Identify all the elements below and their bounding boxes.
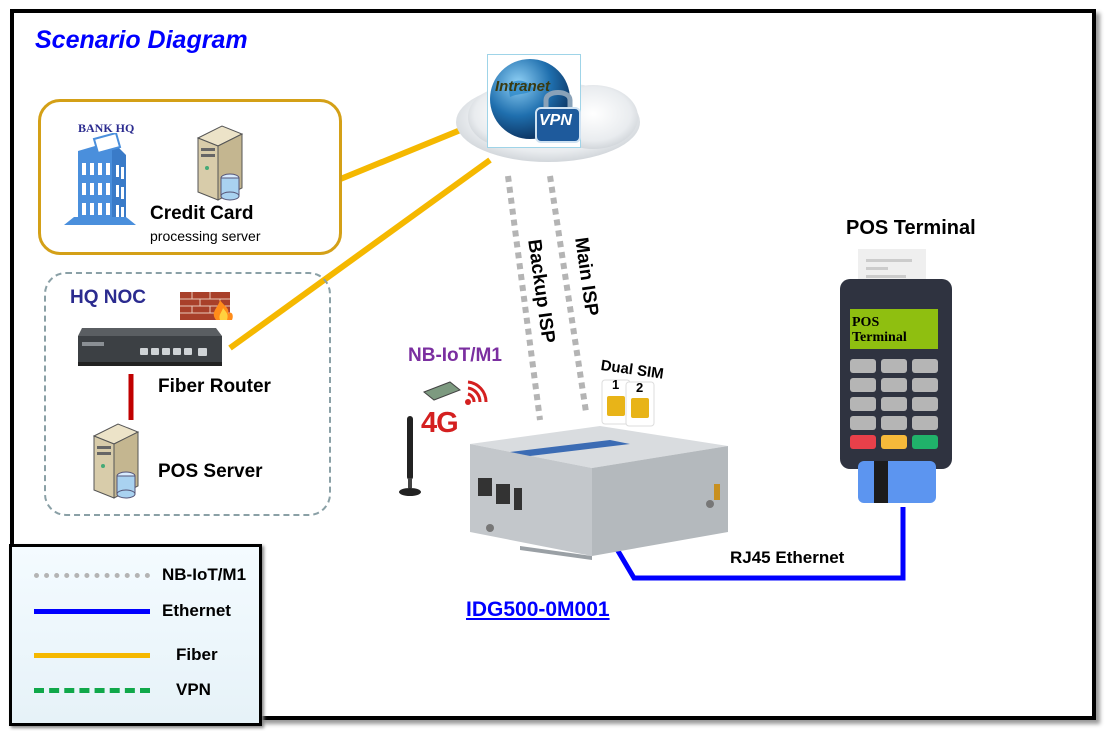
vpn-line-swatch bbox=[34, 687, 150, 693]
pos-screen-line2: Terminal bbox=[852, 330, 907, 345]
fiber-line-swatch bbox=[34, 652, 150, 658]
hq-noc-group bbox=[44, 272, 331, 516]
rj45-ethernet-label: RJ45 Ethernet bbox=[730, 548, 845, 567]
pos-screen-text: POS Terminal bbox=[852, 315, 907, 345]
legend: NB-IoT/M1 Ethernet Fiber VPN bbox=[9, 544, 262, 726]
antenna-icon bbox=[399, 416, 421, 496]
sim-1-label: 1 bbox=[612, 377, 620, 392]
pos-server-icon bbox=[92, 423, 140, 499]
sim-cards-icon bbox=[601, 379, 655, 427]
credit-card-server-icon bbox=[196, 125, 244, 201]
legend-item-ethernet: Ethernet bbox=[34, 601, 231, 621]
legend-item-fiber: Fiber bbox=[34, 645, 218, 665]
firewall-icon bbox=[180, 292, 233, 320]
bank-hq-label: BANK HQ bbox=[78, 121, 135, 135]
legend-item-vpn: VPN bbox=[34, 680, 211, 700]
ethernet-link bbox=[605, 507, 906, 581]
4g-badge: 4G bbox=[421, 407, 459, 439]
vpn-lock-label: VPN bbox=[539, 112, 572, 129]
pos-terminal-icon bbox=[840, 249, 952, 503]
page-title: Scenario Diagram bbox=[35, 26, 248, 54]
gateway-model-link[interactable]: IDG500-0M001 bbox=[466, 598, 610, 621]
pos-screen-line1: POS bbox=[852, 315, 880, 330]
legend-label-nbiot: NB-IoT/M1 bbox=[162, 565, 247, 584]
lock-icon bbox=[535, 90, 581, 143]
legend-label-vpn: VPN bbox=[176, 680, 211, 699]
legend-item-nbiot: NB-IoT/M1 bbox=[34, 565, 246, 585]
main-isp-link bbox=[547, 175, 589, 413]
nbiot-line-swatch bbox=[34, 572, 150, 578]
credit-card-server-title: Credit Card bbox=[150, 203, 254, 224]
4g-module-icon bbox=[423, 380, 488, 405]
intranet-label: Intranet bbox=[495, 78, 551, 95]
legend-label-ethernet: Ethernet bbox=[162, 601, 231, 620]
building-icon bbox=[64, 133, 136, 225]
nbiot-module-label: NB-IoT/M1 bbox=[408, 345, 502, 366]
fiber-router-label: Fiber Router bbox=[158, 376, 271, 397]
fiber-link-noc bbox=[228, 157, 492, 351]
fiber-router-icon bbox=[78, 328, 222, 366]
pos-server-label: POS Server bbox=[158, 461, 263, 482]
legend-label-fiber: Fiber bbox=[176, 645, 218, 664]
ethernet-line-swatch bbox=[34, 608, 150, 614]
sim-2-label: 2 bbox=[636, 380, 644, 395]
backup-isp-link bbox=[505, 175, 543, 421]
pos-terminal-label: POS Terminal bbox=[846, 217, 976, 239]
credit-card-server-subtitle: processing server bbox=[150, 228, 261, 244]
gateway-device-icon bbox=[470, 426, 728, 560]
hq-noc-label: HQ NOC bbox=[70, 287, 146, 308]
